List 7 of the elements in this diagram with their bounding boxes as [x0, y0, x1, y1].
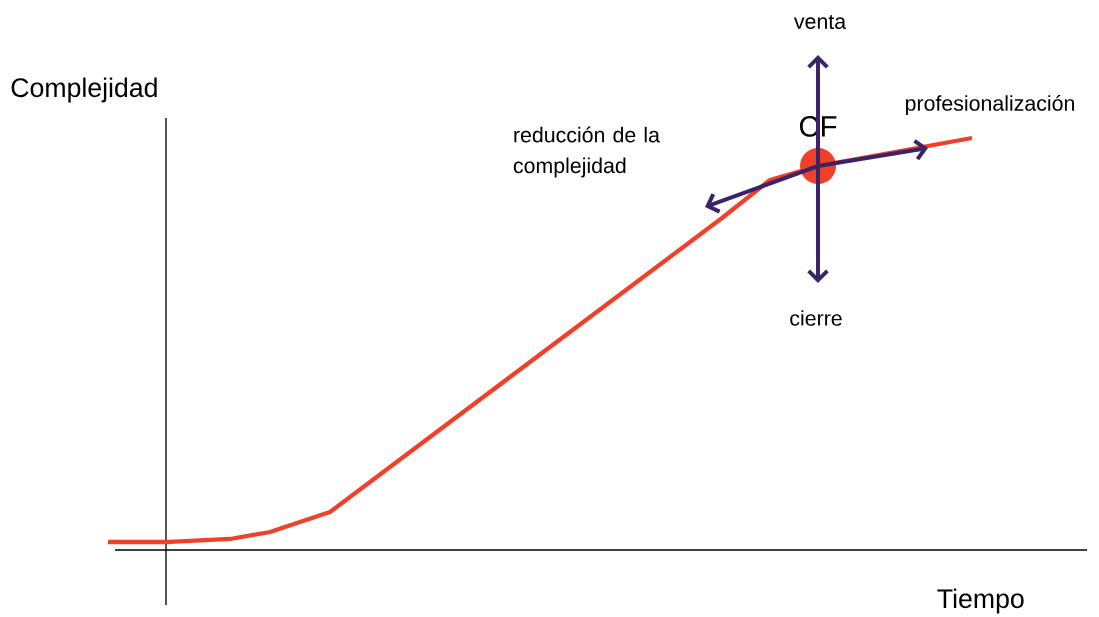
axis-label: Tiempo [937, 588, 1024, 614]
arrow-label: profesionalización [906, 94, 1074, 116]
arrow-label: venta [793, 15, 847, 29]
arrow [807, 164, 829, 283]
arrow-label: cierre [790, 310, 842, 326]
arrow-label: reducción de la complejidad [513, 126, 660, 178]
axis-label: Complejidad [11, 77, 157, 103]
